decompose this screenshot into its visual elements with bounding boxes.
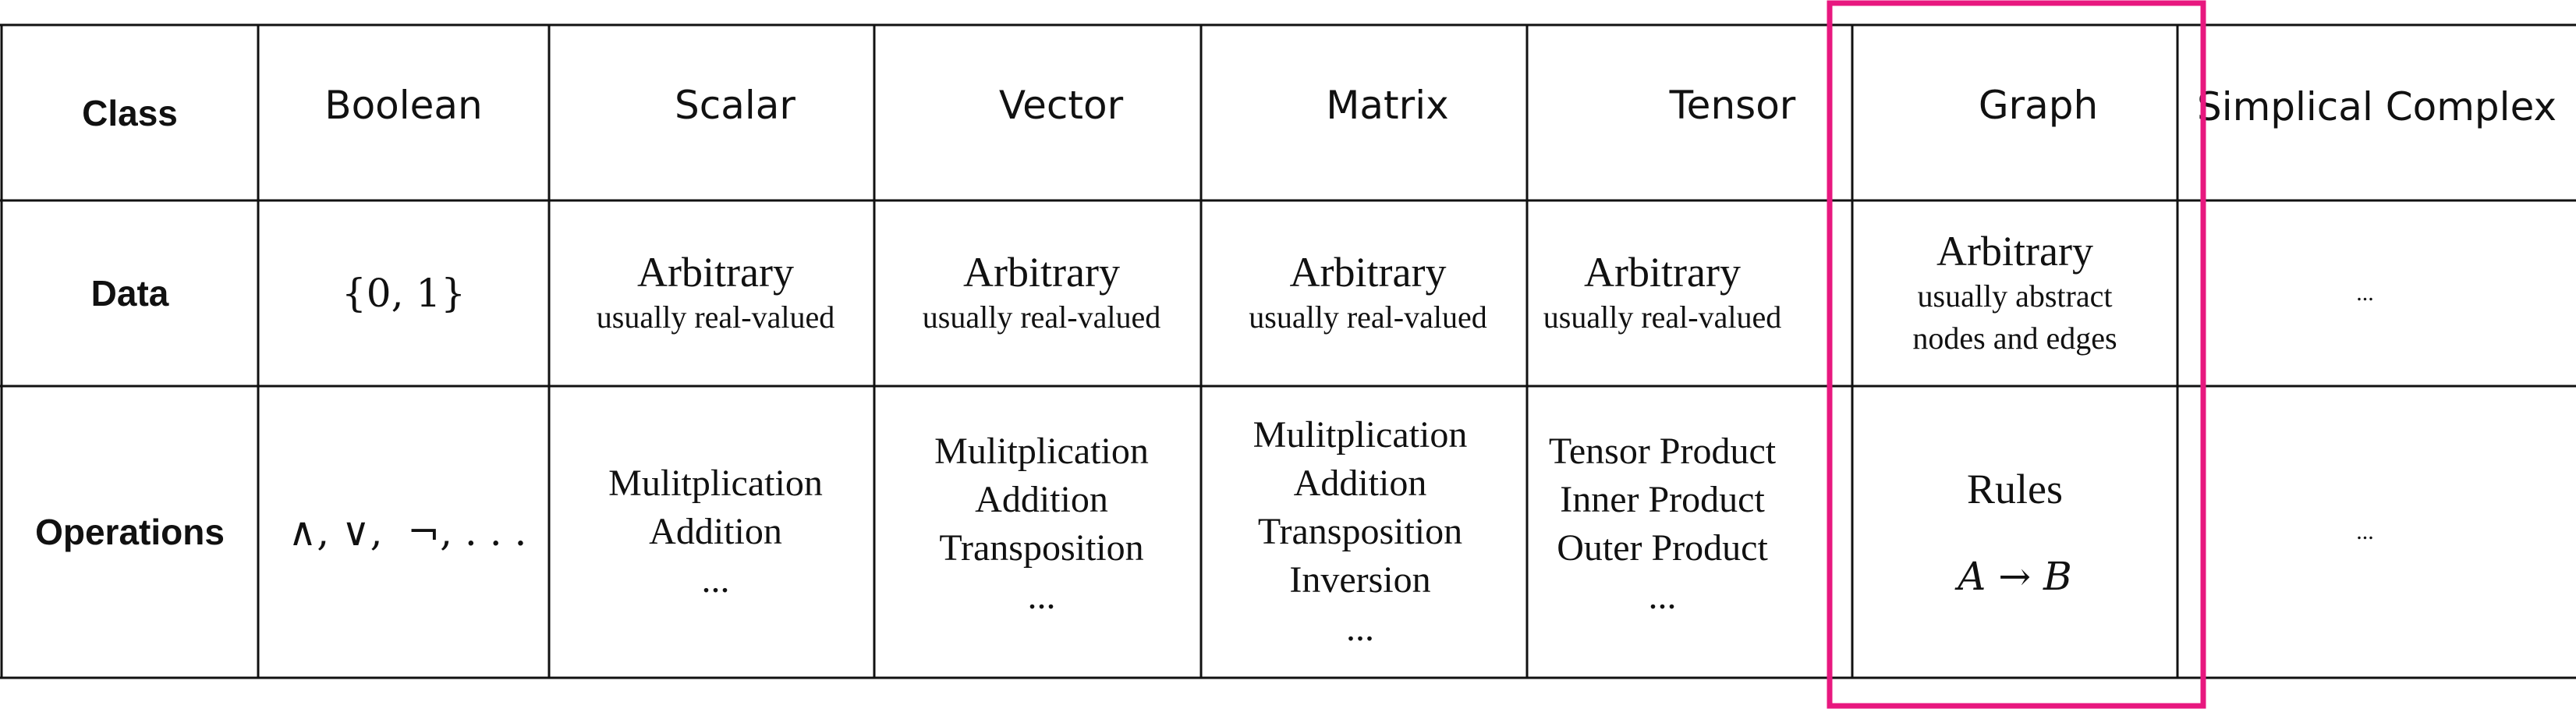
header-scalar: Scalar	[549, 25, 874, 186]
ops-graph-formula: A → B	[1958, 554, 2072, 600]
ops-vector-item: Addition	[975, 479, 1108, 520]
ops-matrix-item: Mulitplication	[1253, 414, 1468, 456]
ops-scalar: Mulitplication Addition ...	[549, 386, 874, 678]
row-label-operations: Operations	[2, 386, 258, 678]
data-boolean: {0, 1}	[258, 200, 549, 386]
ops-vector-item: Mulitplication	[934, 431, 1149, 472]
ops-scalar-item: Mulitplication	[608, 463, 823, 504]
data-boolean-value: {0, 1}	[341, 271, 466, 316]
header-matrix: Matrix	[1201, 25, 1527, 186]
ops-matrix: Mulitplication Addition Transposition In…	[1201, 386, 1527, 678]
ops-tensor: Tensor Product Inner Product Outer Produ…	[1527, 386, 1852, 678]
ops-graph: Rules A → B	[1852, 386, 2177, 678]
data-graph-sub1: usually abstract	[1917, 278, 2113, 314]
data-simplical-complex: ...	[2177, 200, 2576, 386]
header-vector: Vector	[874, 25, 1201, 186]
ops-vector-item: ...	[1027, 576, 1056, 617]
header-class-label: Class	[82, 92, 178, 133]
ops-tensor-item: Outer Product	[1557, 527, 1768, 569]
header-graph: Graph	[1852, 25, 2177, 186]
data-scalar: Arbitrary usually real-valued	[549, 200, 874, 386]
header-graph-label: Graph	[1978, 83, 2099, 128]
header-boolean: Boolean	[258, 25, 549, 186]
data-graph: Arbitrary usually abstract nodes and edg…	[1852, 200, 2177, 386]
ops-graph-rules: Rules	[1966, 465, 2063, 512]
header-tensor: Tensor	[1527, 25, 1852, 186]
ops-boolean-value: ∧, ∨, ¬, . . .	[288, 509, 527, 555]
header-simplical-complex: Simplical Complex	[2177, 25, 2576, 189]
ops-tensor-item: Tensor Product	[1548, 431, 1777, 472]
ops-tensor-item: Inner Product	[1560, 479, 1765, 520]
ops-matrix-item: Inversion	[1289, 559, 1431, 601]
data-vector: Arbitrary usually real-valued	[874, 200, 1201, 386]
ops-vector: Mulitplication Addition Transposition ..…	[874, 386, 1201, 678]
header-vector-label: Vector	[998, 83, 1124, 128]
data-scalar-main: Arbitrary	[637, 248, 794, 296]
ops-boolean: ∧, ∨, ¬, . . .	[258, 386, 549, 678]
ops-scalar-item: ...	[701, 559, 730, 601]
data-vector-main: Arbitrary	[963, 248, 1120, 296]
ops-matrix-item: Addition	[1293, 463, 1427, 504]
ops-matrix-item: ...	[1346, 608, 1374, 649]
row-label-operations-text: Operations	[35, 512, 225, 552]
data-matrix-main: Arbitrary	[1289, 248, 1447, 296]
header-boolean-label: Boolean	[324, 83, 483, 128]
data-simplical-value: ...	[2356, 280, 2374, 306]
data-graph-sub2: nodes and edges	[1912, 321, 2117, 356]
data-graph-main: Arbitrary	[1936, 227, 2093, 275]
data-scalar-sub: usually real-valued	[596, 300, 835, 335]
data-tensor-sub: usually real-valued	[1543, 300, 1782, 335]
data-vector-sub: usually real-valued	[922, 300, 1161, 335]
data-tensor-main: Arbitrary	[1584, 248, 1741, 296]
data-matrix-sub: usually real-valued	[1249, 300, 1487, 335]
header-scalar-label: Scalar	[675, 83, 795, 128]
ops-scalar-item: Addition	[649, 511, 782, 552]
row-label-data: Data	[2, 200, 258, 386]
ops-simplical-value: ...	[2356, 519, 2374, 544]
ops-tensor-item: ...	[1648, 576, 1677, 617]
ops-simplical-complex: ...	[2177, 386, 2576, 678]
header-tensor-label: Tensor	[1669, 83, 1796, 128]
header-class: Class	[2, 25, 258, 200]
header-matrix-label: Matrix	[1326, 83, 1449, 128]
data-matrix: Arbitrary usually real-valued	[1201, 200, 1527, 386]
row-label-data-text: Data	[90, 273, 169, 314]
ops-matrix-item: Transposition	[1257, 511, 1463, 552]
ops-vector-item: Transposition	[939, 527, 1144, 569]
header-simplical-complex-label: Simplical Complex	[2196, 84, 2557, 129]
data-tensor: Arbitrary usually real-valued	[1527, 200, 1852, 386]
